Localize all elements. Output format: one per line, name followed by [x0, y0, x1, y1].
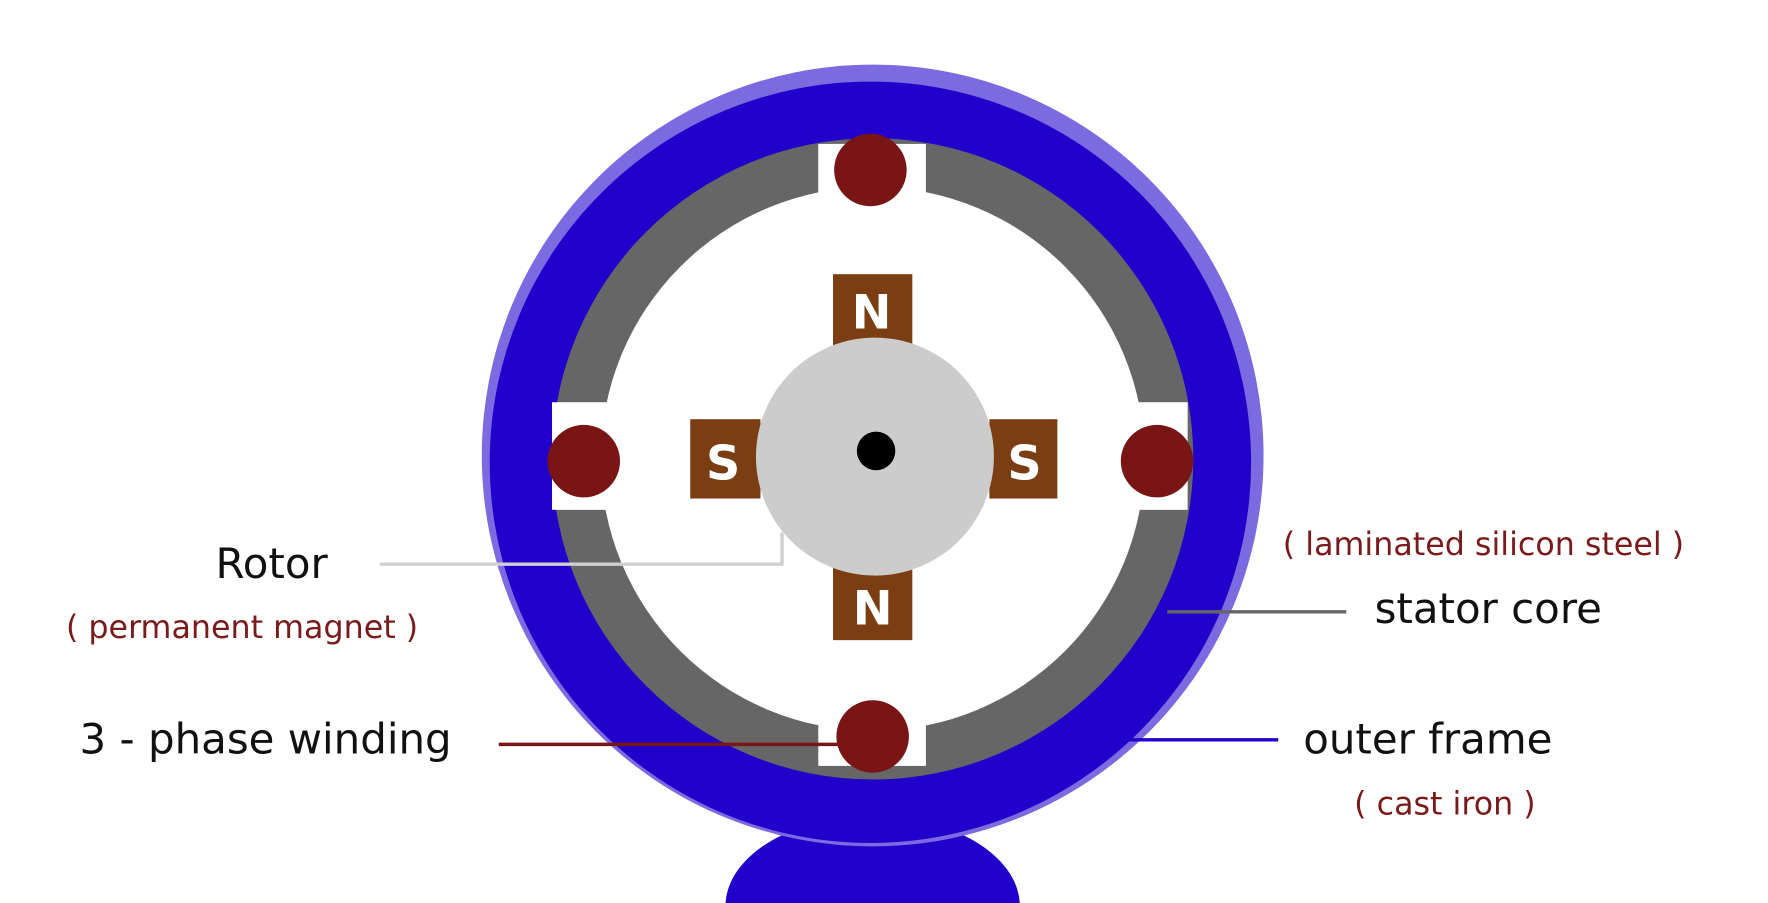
shaft [856, 431, 896, 471]
rotor-sub-label: ( permanent magnet ) [66, 610, 418, 646]
rotor-label: Rotor [216, 539, 329, 588]
pole-left: S [706, 436, 740, 491]
magnet-left [690, 419, 761, 499]
winding-right [1120, 424, 1194, 498]
pole-bottom: N [853, 581, 893, 636]
stator-label: stator core [1375, 584, 1602, 633]
magnet-right [989, 419, 1058, 499]
frame-sub-label: ( cast iron ) [1354, 787, 1536, 823]
pole-top: N [852, 286, 892, 341]
frame-label: outer frame [1303, 714, 1552, 763]
winding-left [547, 424, 621, 498]
rotor-leader-line [379, 532, 784, 566]
magnet-bottom [833, 566, 913, 641]
magnet-top [833, 274, 913, 348]
winding-top [834, 133, 907, 207]
winding-label: 3 - phase winding [80, 714, 452, 763]
winding-bottom [836, 700, 909, 773]
pole-right: S [1007, 436, 1041, 491]
stator-sub-label: ( laminated silicon steel ) [1283, 527, 1684, 563]
